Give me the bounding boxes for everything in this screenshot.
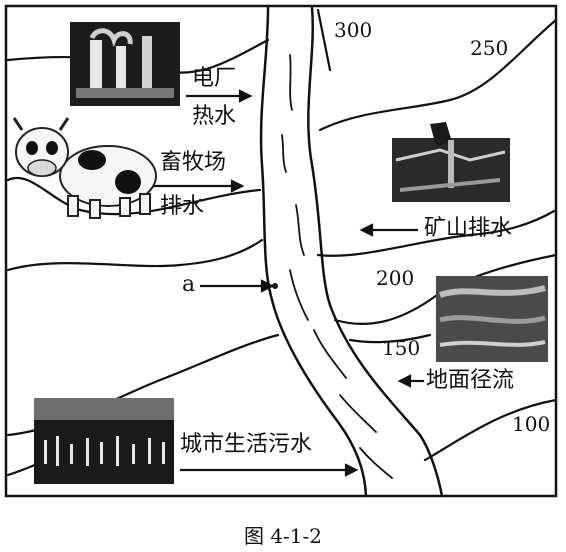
contour-label-250: 250 bbox=[470, 36, 509, 60]
contour-left-200 bbox=[6, 238, 264, 272]
map-border bbox=[4, 4, 558, 498]
contour-right-300 bbox=[316, 8, 332, 72]
arrow-head-farm bbox=[230, 179, 245, 193]
power-plant-label-line2: 热水 bbox=[192, 104, 237, 129]
runoff-label: 地面径流 bbox=[426, 368, 515, 393]
river-ripples bbox=[281, 54, 393, 479]
arrow-head-mine bbox=[359, 223, 374, 237]
arrow-head-power bbox=[238, 89, 253, 103]
point-a-marker bbox=[272, 283, 278, 289]
city-label: 城市生活污水 bbox=[180, 432, 313, 457]
contour-label-100: 100 bbox=[512, 412, 551, 436]
livestock-label-line1: 畜牧场 bbox=[160, 150, 227, 175]
arrow-head-a bbox=[260, 279, 275, 293]
contour-right-50 bbox=[423, 398, 558, 462]
contour-right-150 bbox=[333, 253, 558, 326]
contour-right-250 bbox=[318, 18, 558, 132]
contour-right-200 bbox=[316, 208, 558, 257]
runoff-photo bbox=[436, 276, 548, 362]
contour-label-150: 150 bbox=[382, 336, 421, 360]
river-left-bank bbox=[259, 6, 368, 498]
contour-right-100 bbox=[348, 333, 432, 344]
livestock-label-line2: 排水 bbox=[160, 194, 205, 219]
mine-label: 矿山排水 bbox=[424, 216, 513, 241]
power-plant-label-line1: 电厂 bbox=[192, 66, 237, 91]
arrow-head-runoff bbox=[397, 374, 412, 388]
mine-photo bbox=[392, 122, 510, 202]
river-right-bank bbox=[307, 6, 444, 498]
cow-picture bbox=[12, 117, 157, 219]
river bbox=[259, 6, 444, 498]
city-photo bbox=[34, 398, 174, 484]
figure-caption: 图 4-1-2 bbox=[243, 524, 323, 548]
power-plant-photo bbox=[70, 22, 180, 106]
arrows bbox=[150, 89, 424, 477]
arrow-head-city bbox=[344, 463, 359, 477]
contour-label-300: 300 bbox=[334, 18, 373, 42]
contour-label-200: 200 bbox=[376, 266, 415, 290]
point-a-label: a bbox=[182, 272, 196, 297]
